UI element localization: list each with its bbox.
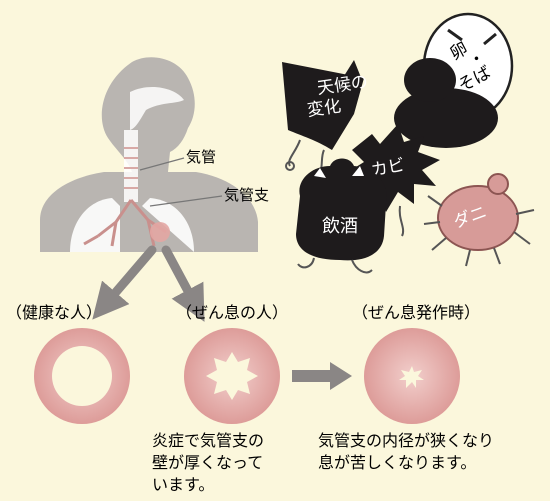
narrowing-note-line-1: 気管支の内径が狭くなり [318,431,494,450]
alcohol-label: 飲酒 [322,216,358,237]
trachea-label: 気管 [186,148,216,166]
weather-line-2: 変化 [306,96,342,121]
progression-arrow [292,362,352,390]
zoom-arrows [92,245,205,322]
healthy-bronchus-section [34,328,130,424]
attack-caption: （ぜん息発作時） [352,303,480,322]
asthma-bronchus-section [184,328,280,424]
narrowing-note-line-2: 息が苦しくなります。 [318,453,476,472]
inflammation-note-line-2: 壁が厚くなって [152,453,263,472]
alcohol-monster [296,158,387,274]
right-lung [142,198,194,252]
inflammation-note-line-3: います。 [152,475,214,494]
torso-figure [40,57,258,252]
left-lung [70,198,120,252]
attack-bronchus-section [364,328,460,424]
weather-change-monster [282,60,364,175]
dark-blob-monster [394,58,498,148]
asthma-caption: （ぜん息の人） [176,303,288,322]
healthy-caption: （健康な人） [6,303,102,322]
mite-monster [423,173,535,267]
inflammation-note-line-1: 炎症で気管支の [152,431,264,450]
bronchi-label: 気管支 [224,186,269,204]
